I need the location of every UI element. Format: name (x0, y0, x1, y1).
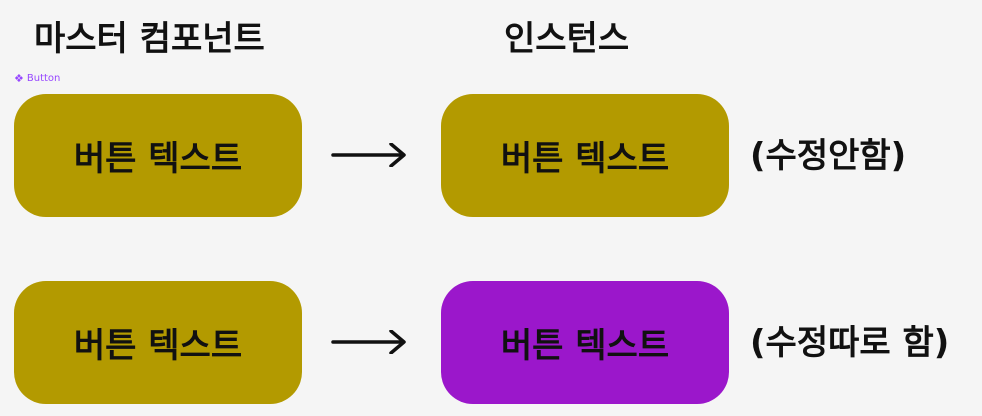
arrow-right-icon (331, 330, 406, 354)
component-tag-label: Button (26, 73, 61, 84)
master-button-2[interactable]: 버튼 텍스트 (14, 281, 302, 404)
arrow-right-icon (331, 143, 406, 167)
component-diamond-icon: ❖ (14, 72, 24, 85)
instance-note-2: (수정따로 함) (750, 323, 950, 363)
instance-note-1: (수정안함) (750, 136, 907, 176)
master-component-heading: 마스터 컴포넌트 (34, 19, 265, 59)
instance-button-1[interactable]: 버튼 텍스트 (441, 94, 729, 217)
instance-button-2[interactable]: 버튼 텍스트 (441, 281, 729, 404)
instance-heading: 인스턴스 (504, 19, 630, 59)
component-tag[interactable]: ❖ Button (14, 72, 60, 86)
master-button-1[interactable]: 버튼 텍스트 (14, 94, 302, 217)
